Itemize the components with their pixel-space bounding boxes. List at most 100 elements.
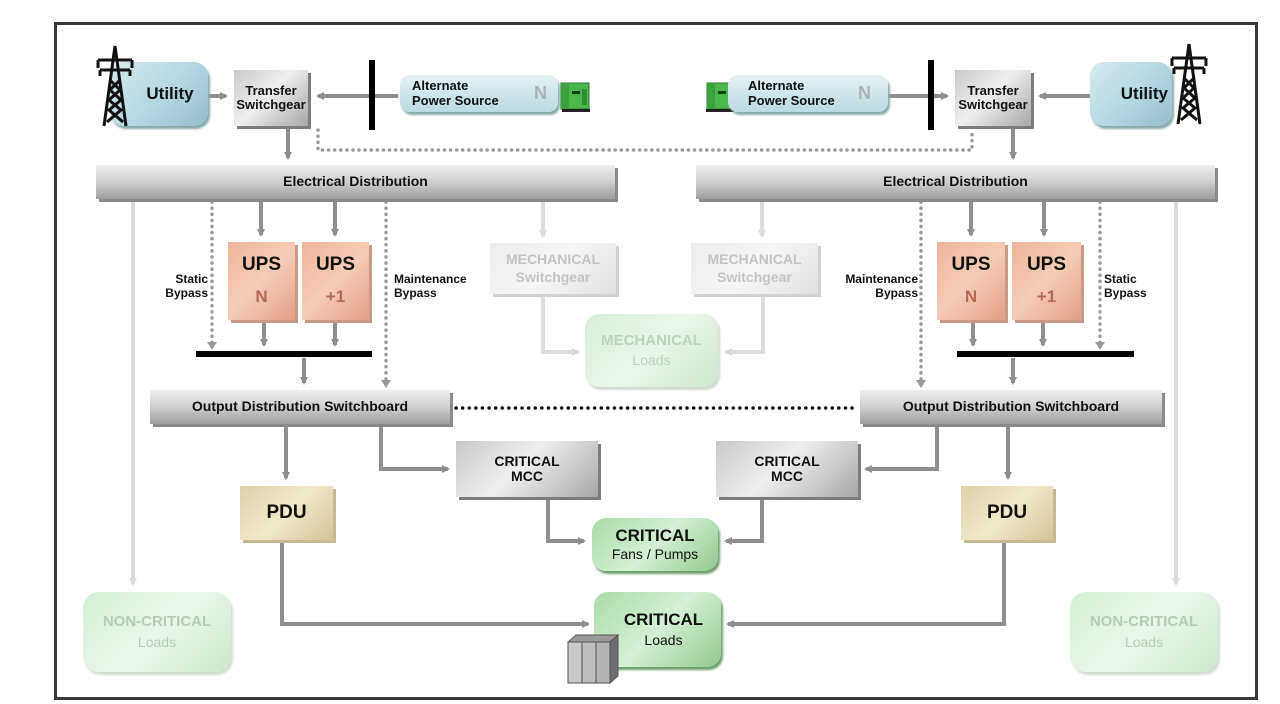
maintenance-bypass-right-line2: Bypass (875, 286, 918, 301)
critical-fans-pumps: CRITICAL Fans / Pumps (592, 518, 718, 571)
ups-plus1-left-sub: +1 (325, 287, 346, 307)
redundancy-mark-left: N (534, 83, 547, 103)
wire-mcc-to-fans-left (546, 499, 586, 545)
ups-n-left-sub: N (255, 287, 268, 307)
ups-plus1-right-sub: +1 (1036, 287, 1057, 307)
critical-mcc-right-line2: MCC (771, 468, 803, 484)
bus-bar-right (957, 351, 1134, 357)
mechanical-switchgear-right: MECHANICAL Switchgear (691, 243, 818, 294)
maintenance-bypass-left-line2: Bypass (394, 286, 437, 301)
alternate-power-source-left-line2: Power Source (412, 92, 499, 108)
static-bypass-right-line1: Static (1104, 272, 1137, 286)
pdu-left-label: PDU (266, 501, 307, 523)
mechanical-switchgear-right-line2: Switchgear (717, 268, 792, 285)
ups-n-right-sub: N (964, 287, 978, 307)
static-bypass-label-right: Static Bypass (1104, 272, 1147, 301)
critical-mcc-left-line2: MCC (511, 468, 543, 484)
transfer-switchgear-right: Transfer Switchgear (955, 70, 1031, 126)
transmission-tower-icon (1170, 43, 1208, 125)
maintenance-bypass-left-line1: Maintenance (394, 272, 467, 286)
pdu-right: PDU (961, 486, 1053, 540)
static-bypass-label-left: Static Bypass (156, 272, 208, 301)
ups-plus1-right-title: UPS (1026, 254, 1067, 276)
maintenance-bypass-label-right: Maintenance Bypass (826, 272, 918, 301)
mechanical-loads-sub: Loads (632, 352, 671, 369)
static-bypass-arrow-right (1095, 342, 1105, 350)
output-distribution-left-label: Output Distribution Switchboard (191, 398, 409, 415)
static-bypass-left-line1: Static (175, 272, 208, 286)
bus-bar-left (196, 351, 372, 357)
non-critical-loads-left-title: NON-CRITICAL (102, 612, 212, 630)
wire-pdu-to-critical-right (726, 542, 1006, 628)
electrical-distribution-left-label: Electrical Distribution (283, 173, 428, 190)
ups-plus1-right: UPS +1 (1012, 242, 1081, 320)
output-distribution-switchboard-left: Output Distribution Switchboard (150, 390, 450, 424)
non-critical-loads-left: NON-CRITICAL Loads (83, 592, 231, 672)
ups-n-left: UPS N (228, 242, 295, 320)
utility-right: Utility (1090, 62, 1172, 126)
transfer-switchgear-left-line2: Switchgear (236, 97, 306, 112)
ups-n-left-title: UPS (241, 254, 282, 276)
alternate-power-source-right-line1: Alternate (748, 78, 805, 94)
mechanical-switchgear-right-line1: MECHANICAL (707, 251, 802, 268)
wire-output-to-mcc-left (379, 426, 450, 473)
pdu-left: PDU (240, 486, 333, 540)
utility-right-label: Utility (1120, 83, 1168, 103)
utility-left-label: Utility (146, 83, 194, 103)
critical-mcc-right-line1: CRITICAL (754, 452, 820, 469)
non-critical-loads-right-sub: Loads (1124, 634, 1164, 651)
output-distribution-switchboard-right: Output Distribution Switchboard (860, 390, 1162, 424)
critical-mcc-right: CRITICAL MCC (716, 441, 858, 497)
critical-loads-sub: Loads (644, 631, 683, 648)
maintenance-bypass-right-line1: Maintenance (845, 272, 918, 286)
transmission-tower-icon (96, 45, 134, 127)
ups-n-right-title: UPS (951, 254, 991, 276)
maintenance-bypass-arrow-left (381, 380, 391, 388)
mechanical-loads: MECHANICAL Loads (585, 314, 718, 387)
alternate-power-source-left: Alternate Power Source (400, 75, 558, 112)
alternate-power-source-right-line2: Power Source (748, 92, 835, 108)
critical-fans-pumps-sub: Fans / Pumps (611, 545, 699, 562)
ups-n-right: UPS N (937, 242, 1005, 320)
output-distribution-right-label: Output Distribution Switchboard (902, 398, 1120, 415)
wire-pdu-to-critical-left (280, 542, 590, 628)
static-bypass-right-line2: Bypass (1104, 286, 1147, 301)
ups-plus1-left: UPS +1 (302, 242, 369, 320)
alternate-power-source-left-line1: Alternate (412, 78, 469, 94)
ups-plus1-left-title: UPS (315, 254, 356, 276)
maintenance-bypass-label-left: Maintenance Bypass (394, 272, 467, 301)
electrical-distribution-right-label: Electrical Distribution (883, 173, 1028, 190)
tie-line-transfer (316, 128, 974, 152)
static-bypass-left-line2: Bypass (165, 286, 208, 301)
alternate-power-source-right: Alternate Power Source (728, 75, 888, 112)
non-critical-loads-right-title: NON-CRITICAL (1089, 612, 1199, 630)
mechanical-switchgear-left: MECHANICAL Switchgear (490, 243, 616, 294)
critical-fans-pumps-title: CRITICAL (615, 525, 695, 545)
transfer-switchgear-left-line1: Transfer (245, 82, 297, 98)
critical-loads-title: CRITICAL (623, 609, 704, 629)
disconnect-bar-right (928, 60, 934, 130)
redundancy-mark-right: N (858, 83, 871, 103)
electrical-distribution-left: Electrical Distribution (96, 165, 615, 199)
generator-icon (560, 82, 590, 112)
disconnect-bar-left (369, 60, 375, 130)
wire-mech-switchgear-to-loads-right (724, 296, 765, 356)
mechanical-switchgear-left-line1: MECHANICAL (505, 251, 601, 268)
wire-mcc-to-fans-right (724, 499, 764, 545)
static-bypass-arrow-left (207, 342, 217, 350)
transfer-switchgear-right-line2: Switchgear (958, 97, 1028, 112)
electrical-distribution-right: Electrical Distribution (696, 165, 1215, 199)
critical-mcc-left-line1: CRITICAL (494, 452, 560, 469)
maintenance-bypass-arrow-right (916, 380, 926, 388)
utility-left: Utility (110, 62, 208, 126)
non-critical-loads-left-sub: Loads (137, 634, 177, 651)
wire-mech-switchgear-to-loads-left (541, 296, 580, 356)
pdu-right-label: PDU (986, 501, 1028, 523)
non-critical-loads-right: NON-CRITICAL Loads (1070, 592, 1218, 672)
mechanical-switchgear-left-line2: Switchgear (515, 268, 591, 285)
transfer-switchgear-left: Transfer Switchgear (234, 70, 308, 126)
server-rack-icon (566, 633, 620, 684)
wire-output-to-mcc-right (864, 426, 939, 473)
transfer-switchgear-right-line1: Transfer (967, 82, 1019, 98)
